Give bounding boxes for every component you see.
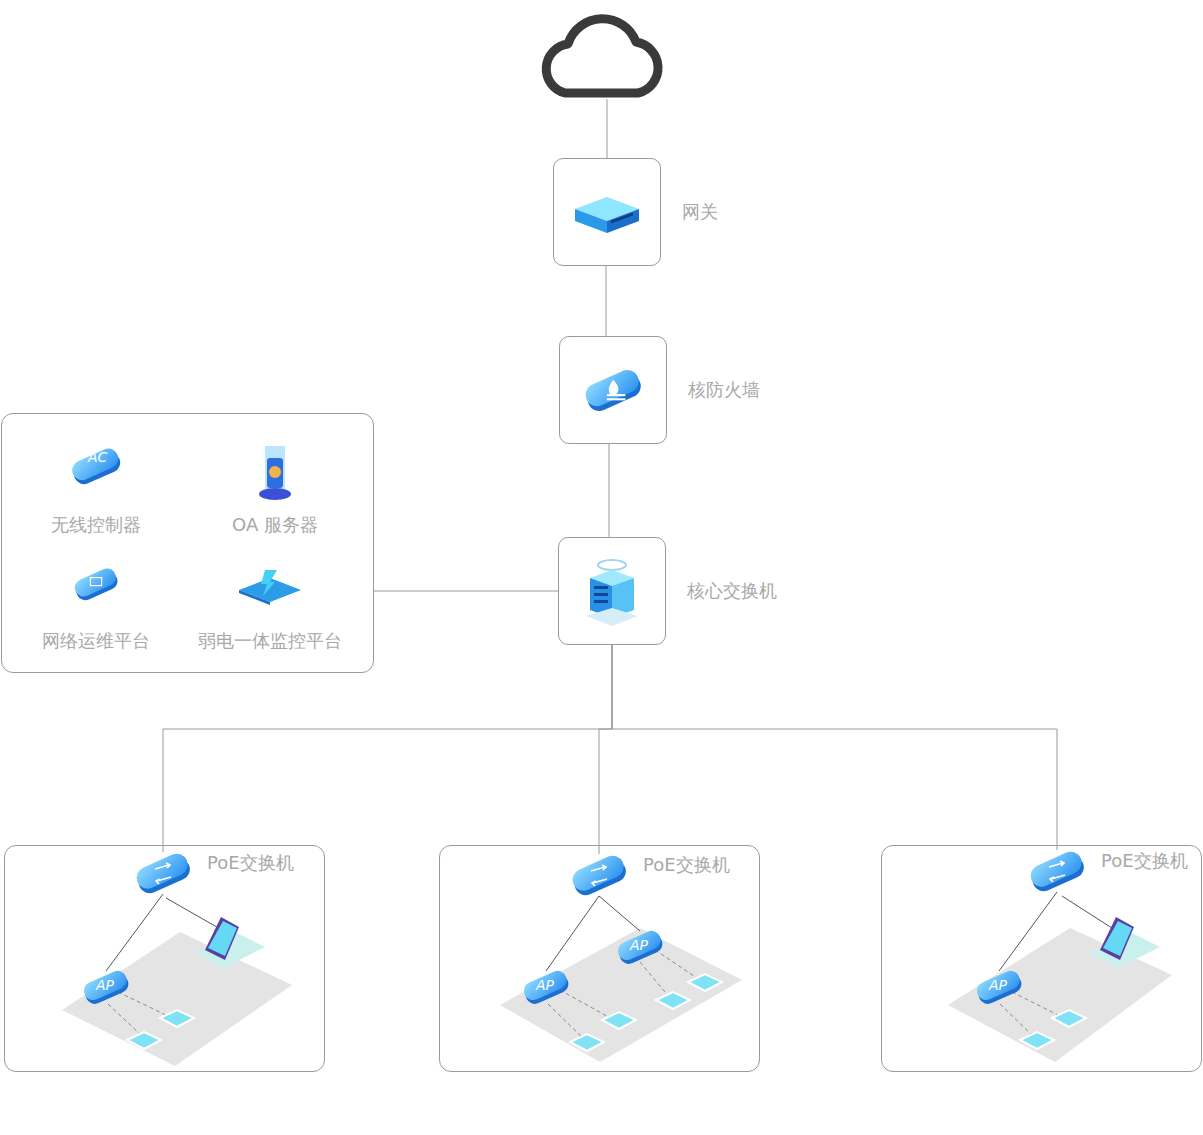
device-label: 核防火墙	[688, 379, 760, 401]
poe-switch: PoE交换机	[1027, 846, 1087, 896]
item-label: 无线控制器	[51, 514, 141, 536]
wireless-link	[108, 950, 1062, 1040]
connector	[599, 645, 612, 854]
item-icon	[72, 566, 120, 602]
switch-icon	[1027, 846, 1087, 896]
ap-text: AP	[630, 937, 648, 953]
platform-item: 网络运维平台	[16, 566, 176, 652]
switch-label: PoE交换机	[1101, 850, 1188, 872]
device-icon	[582, 367, 644, 413]
group-frame: AC 无线控制器 OA 服务器网络运维平台 弱电一体监控平台	[1, 413, 374, 673]
group-frame: PoE交换机 AP	[881, 845, 1202, 1072]
connector	[163, 645, 612, 852]
switch-icon	[133, 848, 193, 898]
connector	[106, 894, 163, 971]
connector	[599, 896, 640, 931]
device-label: 网关	[682, 201, 718, 223]
cloud-link	[607, 99, 608, 158]
device-box: 核防火墙	[559, 336, 667, 444]
device-icon	[584, 556, 640, 626]
device-box: 网关	[553, 158, 661, 266]
platform-item: AC 无线控制器	[16, 446, 176, 536]
cloud	[546, 19, 658, 93]
switch-icon	[569, 850, 629, 900]
ap-text: AP	[536, 977, 554, 993]
ap-text: AP	[96, 977, 114, 993]
laptop-link	[1062, 896, 1115, 930]
connector	[999, 892, 1057, 971]
platform-item: OA 服务器	[195, 446, 355, 536]
laptop	[195, 917, 265, 968]
poe-switch: PoE交换机	[569, 850, 629, 900]
access-point: AP	[81, 967, 131, 1007]
connector	[612, 645, 1057, 850]
device-icon	[571, 187, 643, 237]
floor-platform	[500, 928, 742, 1062]
item-icon	[257, 446, 293, 504]
switch-label: PoE交换机	[643, 854, 730, 876]
poe-switch: PoE交换机	[133, 848, 193, 898]
access-point: AP	[974, 967, 1024, 1007]
connector	[546, 896, 599, 971]
floor-platform	[62, 932, 292, 1066]
group-frame: PoE交换机 AP	[4, 845, 325, 1072]
phone	[127, 974, 1086, 1051]
access-point: AP	[615, 927, 665, 967]
connector	[606, 266, 607, 336]
switch-label: PoE交换机	[207, 852, 294, 874]
laptop	[1090, 917, 1160, 968]
item-label: OA 服务器	[232, 514, 318, 536]
device-box: 核心交换机	[558, 537, 666, 645]
item-icon: AC	[69, 446, 123, 486]
connector	[609, 444, 610, 537]
floor-platform	[948, 928, 1172, 1062]
ap-text: AP	[989, 977, 1007, 993]
connector	[374, 591, 558, 592]
access-point: AP	[521, 967, 571, 1007]
device-label: 核心交换机	[687, 580, 777, 602]
item-label: 弱电一体监控平台	[198, 630, 342, 652]
group-frame: PoE交换机 AP AP	[439, 845, 760, 1072]
laptop-link	[166, 898, 222, 930]
item-label: 网络运维平台	[42, 630, 150, 652]
platform-item: 弱电一体监控平台	[190, 566, 350, 652]
item-icon	[237, 566, 303, 606]
